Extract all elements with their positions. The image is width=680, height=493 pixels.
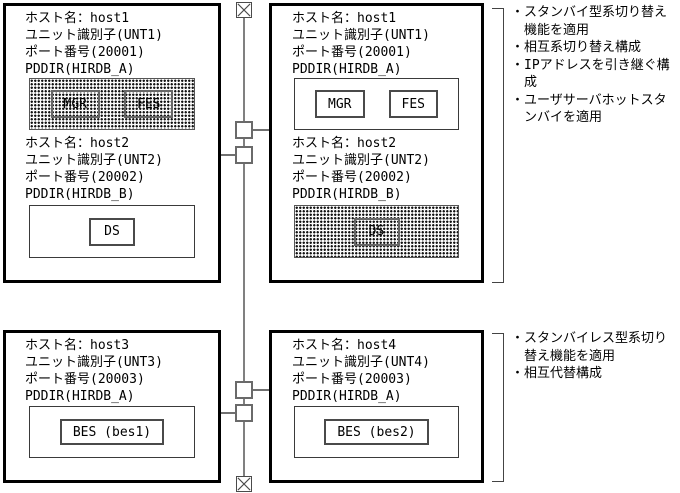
- pddir-line: PDDIR(HIRDB_B): [25, 187, 135, 202]
- host-box-bottom-left: ホスト名：host3 ユニット識別子(UNT3) ポート番号(20003) PD…: [3, 330, 221, 483]
- pddir-line: PDDIR(HIRDB_A): [292, 62, 402, 77]
- pddir-line: PDDIR(HIRDB_B): [292, 187, 402, 202]
- annotation-item: ・スタンバイ型系切り替え機能を適用: [511, 5, 668, 38]
- network-node-connector: [235, 146, 253, 164]
- host-name-line: ホスト名：host2: [292, 136, 397, 151]
- unit-id-line: ユニット識別子(UNT4): [292, 355, 430, 370]
- server-box-fes: FES: [124, 90, 174, 118]
- server-area-active: MGR FES: [294, 78, 459, 130]
- port-line: ポート番号(20002): [292, 170, 412, 185]
- unit-id-line: ユニット識別子(UNT3): [25, 355, 163, 370]
- server-area-active: DS: [29, 205, 195, 258]
- annotation-list-bottom: ・スタンバイレス型系切り替え機能を適用 ・相互代替構成: [511, 330, 675, 383]
- annotation-bracket-bottom: [492, 333, 504, 482]
- stub-line-bottom-right: [253, 389, 270, 391]
- network-node-connector: [235, 121, 253, 139]
- annotation-item: ・相互系切り替え構成: [511, 40, 642, 55]
- server-box-mgr: MGR: [315, 90, 365, 118]
- host-box-bottom-right: ホスト名：host4 ユニット識別子(UNT4) ポート番号(20003) PD…: [269, 330, 484, 483]
- server-area-active: BES (bes1): [29, 406, 195, 458]
- server-box-bes2: BES (bes2): [324, 419, 429, 445]
- network-terminator-icon: [236, 476, 252, 492]
- port-line: ポート番号(20002): [25, 170, 145, 185]
- host-box-top-left: ホスト名：host1 ユニット識別子(UNT1) ポート番号(20001) PD…: [3, 3, 221, 283]
- host-name-line: ホスト名：host3: [25, 338, 130, 353]
- server-box-mgr: MGR: [50, 90, 100, 118]
- server-box-fes: FES: [388, 90, 438, 118]
- unit-info-block: ホスト名：host3 ユニット識別子(UNT3) ポート番号(20003) PD…: [25, 337, 163, 405]
- unit-info-block: ホスト名：host2 ユニット識別子(UNT2) ポート番号(20002) PD…: [292, 135, 430, 203]
- annotation-item: ・ユーザサーバホットスタンバイを適用: [511, 92, 667, 126]
- unit-id-line: ユニット識別子(UNT2): [292, 153, 430, 168]
- server-area-active: BES (bes2): [294, 406, 459, 458]
- stub-line-top-right: [253, 129, 270, 131]
- unit-id-line: ユニット識別子(UNT1): [25, 28, 163, 43]
- unit-info-block: ホスト名：host2 ユニット識別子(UNT2) ポート番号(20002) PD…: [25, 135, 163, 203]
- host-name-line: ホスト名：host1: [292, 11, 397, 26]
- pddir-line: PDDIR(HIRDB_A): [25, 389, 135, 404]
- network-node-connector: [235, 404, 253, 422]
- host-box-top-right: ホスト名：host1 ユニット識別子(UNT1) ポート番号(20001) PD…: [269, 3, 484, 283]
- network-terminator-icon: [236, 2, 252, 18]
- unit-info-block: ホスト名：host1 ユニット識別子(UNT1) ポート番号(20001) PD…: [292, 10, 430, 78]
- unit-info-block: ホスト名：host4 ユニット識別子(UNT4) ポート番号(20003) PD…: [292, 337, 430, 405]
- server-box-bes1: BES (bes1): [59, 419, 165, 445]
- host-name-line: ホスト名：host4: [292, 338, 397, 353]
- port-line: ポート番号(20001): [292, 45, 412, 60]
- annotation-list-top: ・スタンバイ型系切り替え機能を適用 ・相互系切り替え構成 ・IPアドレスを引き継…: [511, 4, 675, 127]
- network-trunk-line: [243, 16, 245, 478]
- annotation-item: ・相互代替構成: [511, 366, 603, 381]
- annotation-item: ・IPアドレスを引き継ぐ構成: [511, 57, 670, 91]
- unit-id-line: ユニット識別子(UNT1): [292, 28, 430, 43]
- annotation-item: ・スタンバイレス型系切り替え機能を適用: [511, 331, 668, 364]
- unit-info-block: ホスト名：host1 ユニット識別子(UNT1) ポート番号(20001) PD…: [25, 10, 163, 78]
- pddir-line: PDDIR(HIRDB_A): [292, 389, 402, 404]
- annotation-bracket-top: [492, 8, 504, 283]
- network-node-connector: [235, 381, 253, 399]
- server-box-ds: DS: [353, 217, 400, 246]
- server-area-standby: MGR FES: [29, 78, 195, 130]
- unit-id-line: ユニット識別子(UNT2): [25, 153, 163, 168]
- port-line: ポート番号(20003): [25, 372, 145, 387]
- pddir-line: PDDIR(HIRDB_A): [25, 62, 135, 77]
- port-line: ポート番号(20001): [25, 45, 145, 60]
- server-area-standby: DS: [294, 205, 459, 258]
- port-line: ポート番号(20003): [292, 372, 412, 387]
- host-name-line: ホスト名：host2: [25, 136, 130, 151]
- server-box-ds: DS: [89, 217, 135, 246]
- stub-line-bottom-left: [220, 412, 236, 414]
- stub-line-top-left: [220, 154, 236, 156]
- host-name-line: ホスト名：host1: [25, 11, 130, 26]
